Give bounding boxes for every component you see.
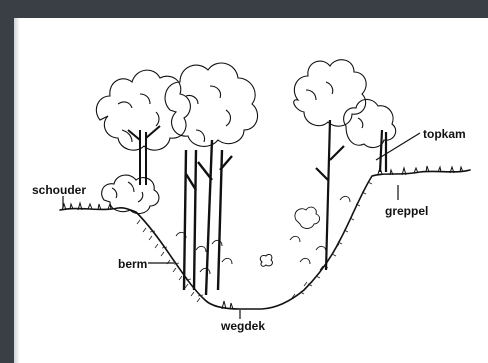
leader-lines: [63, 133, 420, 319]
label-wegdek: wegdek: [220, 319, 265, 333]
label-topkam: topkam: [423, 127, 466, 141]
label-berm: berm: [118, 257, 147, 271]
right-tree-trunks: [316, 120, 386, 270]
right-tree-canopy: [294, 60, 396, 148]
right-undergrowth: [290, 196, 350, 264]
grass-tufts: [62, 166, 463, 309]
label-greppel: greppel: [385, 204, 428, 218]
center-tree-canopy: [165, 63, 258, 146]
left-tree-trunk: [128, 126, 160, 185]
left-bush: [102, 175, 159, 213]
small-shrub: [260, 254, 272, 266]
label-schouder: schouder: [32, 183, 86, 197]
center-tree-trunks: [184, 140, 232, 295]
ground-profile: [60, 170, 470, 309]
